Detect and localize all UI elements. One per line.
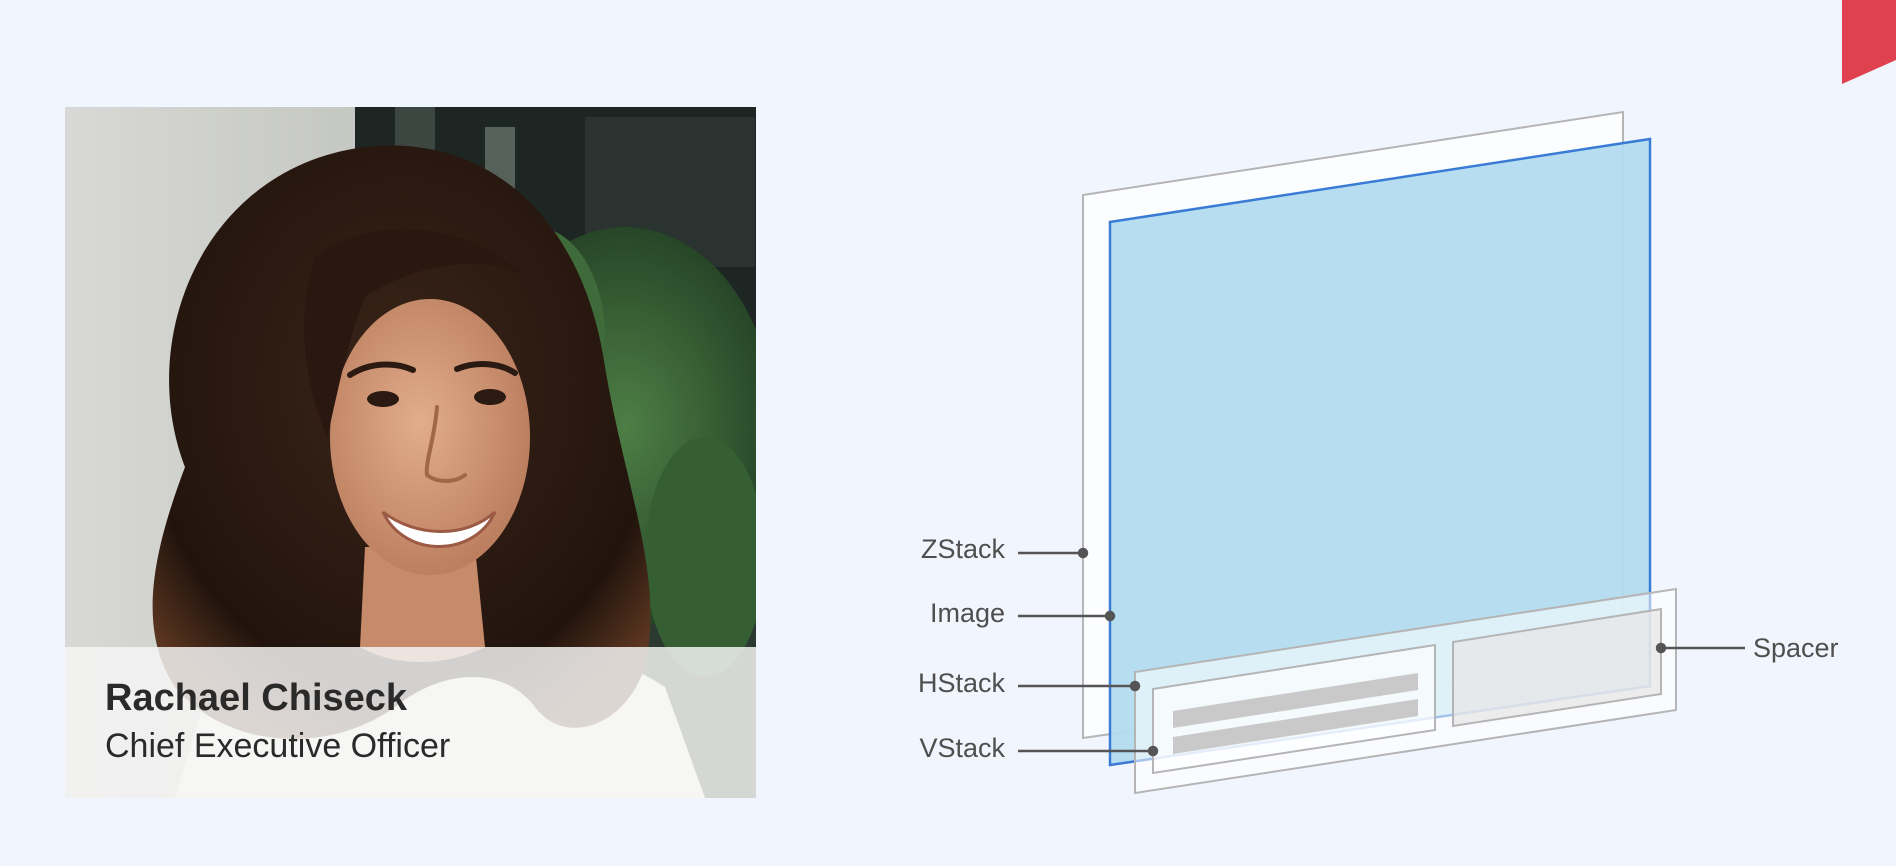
- zstack-leader-dot: [1077, 547, 1089, 559]
- spacer-label: Spacer: [1753, 633, 1839, 663]
- profile-name: Rachael Chiseck: [105, 677, 408, 719]
- image-leader-dot: [1104, 610, 1116, 622]
- vstack-text-bar-2: [1173, 699, 1418, 754]
- profile-card: Rachael Chiseck Chief Executive Officer: [65, 107, 756, 798]
- hstack-leader-dot: [1129, 680, 1141, 692]
- image-label: Image: [929, 598, 1005, 628]
- profile-caption: Rachael Chiseck Chief Executive Officer: [65, 647, 756, 798]
- vstack-label: VStack: [919, 733, 1005, 763]
- vstack-leader-dot: [1147, 745, 1159, 757]
- spacer-box: [1452, 607, 1662, 728]
- zstack-label: ZStack: [920, 534, 1005, 564]
- hstack-label: HStack: [917, 668, 1005, 698]
- spacer-leader-dot: [1655, 642, 1667, 654]
- profile-role: Chief Executive Officer: [105, 727, 451, 765]
- vstack-text-bar-1: [1173, 673, 1418, 728]
